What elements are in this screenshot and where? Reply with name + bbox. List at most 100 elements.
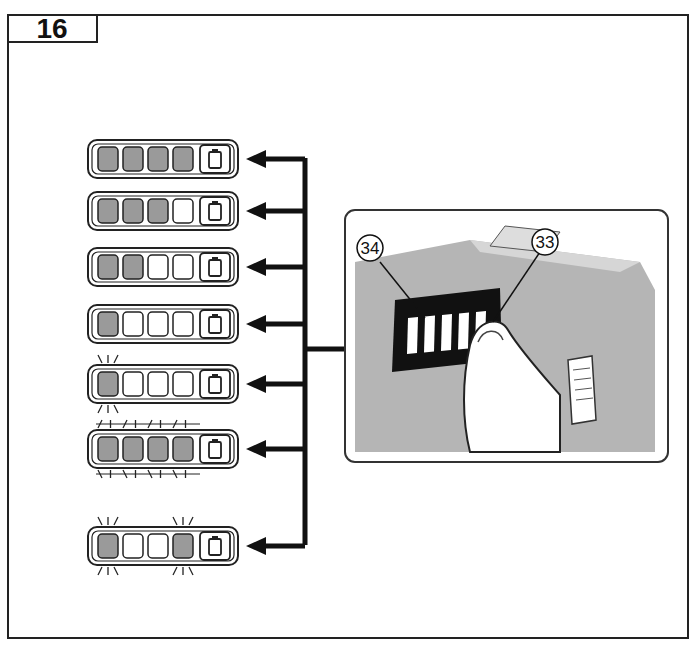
arrow-shaft <box>262 157 305 162</box>
indicator-lamp <box>123 255 143 279</box>
indicator-lamp <box>173 147 193 171</box>
battery-terminal <box>212 201 218 204</box>
indicator-inner <box>92 309 234 339</box>
indicator-lamp <box>148 534 168 558</box>
battery-indicator <box>88 355 238 413</box>
indicator-inner <box>92 144 234 174</box>
inset-lamp <box>458 313 469 350</box>
indicator-lamp <box>148 255 168 279</box>
indicator-lamp <box>173 534 193 558</box>
arrow-shaft <box>262 382 305 387</box>
battery-terminal <box>212 149 218 152</box>
indicator-lamp <box>148 199 168 223</box>
indicator-lamp <box>98 534 118 558</box>
blink-mark <box>98 405 102 413</box>
indicator-lamp <box>173 437 193 461</box>
arrow-head <box>246 150 266 168</box>
blink-mark <box>189 517 193 525</box>
battery-box <box>200 253 230 281</box>
blink-mark <box>114 355 118 363</box>
indicator-lamp <box>123 372 143 396</box>
indicator-outline <box>88 305 238 343</box>
blink-mark <box>107 355 108 363</box>
indicator-lamp <box>123 437 143 461</box>
indicator-lamp <box>98 437 118 461</box>
arrow-shaft <box>262 265 305 270</box>
indicator-lamp <box>98 147 118 171</box>
blink-mark <box>96 424 200 425</box>
blink-mark <box>107 517 108 525</box>
finger <box>464 321 560 452</box>
arrow-head <box>246 315 266 333</box>
arrow-head <box>246 537 266 555</box>
battery-indicator <box>88 517 238 575</box>
arrow-head <box>246 440 266 458</box>
indicator-lamp <box>123 199 143 223</box>
inset-frame <box>345 210 668 462</box>
indicator-outline <box>88 140 238 178</box>
indicator-lamp <box>173 312 193 336</box>
blink-mark <box>114 517 118 525</box>
battery-symbol <box>209 260 221 276</box>
inset-lamp <box>441 314 452 351</box>
battery-box <box>200 310 230 338</box>
arrow-shaft <box>262 322 305 327</box>
battery-indicator <box>88 192 238 230</box>
indicator-outline <box>88 527 238 565</box>
blink-mark <box>96 474 200 475</box>
indicator-lamp <box>123 312 143 336</box>
inset-lamp <box>407 317 418 354</box>
indicator-outline <box>88 365 238 403</box>
indicator-outline <box>88 430 238 468</box>
figure-tab <box>8 15 97 42</box>
indicator-lamp <box>173 255 193 279</box>
battery-box <box>200 532 230 560</box>
indicator-lamp <box>98 372 118 396</box>
indicator-lamp <box>148 372 168 396</box>
indicator-inner <box>92 252 234 282</box>
frame <box>8 15 688 638</box>
callout-number: 34 <box>361 240 380 257</box>
battery-indicator <box>88 248 238 286</box>
indicator-lamp <box>123 534 143 558</box>
callout-circle <box>532 229 558 255</box>
battery-terminal <box>212 536 218 539</box>
battery-indicator <box>88 305 238 343</box>
indicator-lamp <box>98 312 118 336</box>
battery-indicator <box>88 420 238 478</box>
fingernail <box>478 331 503 342</box>
indicator-lamp <box>98 255 118 279</box>
battery-box <box>200 197 230 225</box>
arrow-head <box>246 202 266 220</box>
arrow-shaft <box>262 209 305 214</box>
battery-terminal <box>212 439 218 442</box>
battery-symbol <box>209 152 221 168</box>
arrow-head <box>246 258 266 276</box>
battery-symbol <box>209 539 221 555</box>
indicator-lamp <box>148 147 168 171</box>
arrow-shaft <box>262 447 305 452</box>
blink-mark <box>98 355 102 363</box>
blink-mark <box>173 567 177 575</box>
inset <box>345 210 668 462</box>
battery-box <box>200 435 230 463</box>
blink-mark <box>182 567 183 575</box>
leader-33 <box>493 252 540 322</box>
battery-symbol <box>209 204 221 220</box>
indicator-inner <box>92 369 234 399</box>
indicator-lamp <box>123 147 143 171</box>
indicator-lamp <box>148 437 168 461</box>
indicator-icons <box>88 140 305 575</box>
side-clip <box>568 356 596 424</box>
battery-box <box>200 370 230 398</box>
battery-symbol <box>209 377 221 393</box>
callout-number: 33 <box>536 234 555 251</box>
battery-indicator <box>88 140 238 178</box>
arrow-head <box>246 375 266 393</box>
battery-box <box>200 145 230 173</box>
indicator-inner <box>92 196 234 226</box>
blink-mark <box>107 567 108 575</box>
battery-terminal <box>212 314 218 317</box>
blink-mark <box>114 405 118 413</box>
callout-circle <box>357 235 383 261</box>
